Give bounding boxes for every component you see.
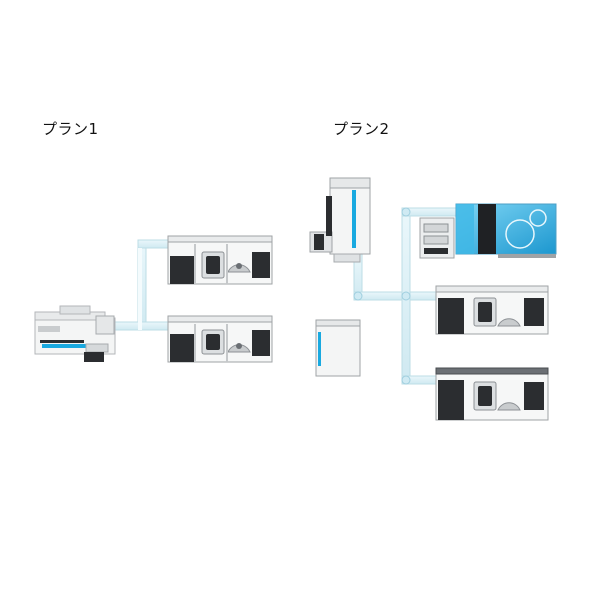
plan-2-analyzer-bottom bbox=[435, 367, 549, 421]
plan-2-analyzer-top bbox=[419, 203, 557, 259]
plan-2-storage-unit bbox=[315, 319, 361, 377]
plan-2-title: プラン2 bbox=[333, 120, 390, 138]
plan-1-input-module bbox=[34, 305, 116, 362]
plan-2-sample-handler bbox=[309, 177, 371, 263]
plan-1-analyzer-lower bbox=[167, 315, 273, 363]
plan-1-conveyor bbox=[107, 239, 171, 331]
plan-1-diagram bbox=[34, 235, 273, 363]
plan-1-analyzer-upper bbox=[167, 235, 273, 285]
plan-1-title: プラン1 bbox=[42, 120, 99, 138]
plan-2-analyzer-middle bbox=[435, 285, 549, 335]
plan-2-conveyor-nodes bbox=[353, 207, 411, 385]
plan-2-diagram bbox=[309, 177, 557, 421]
